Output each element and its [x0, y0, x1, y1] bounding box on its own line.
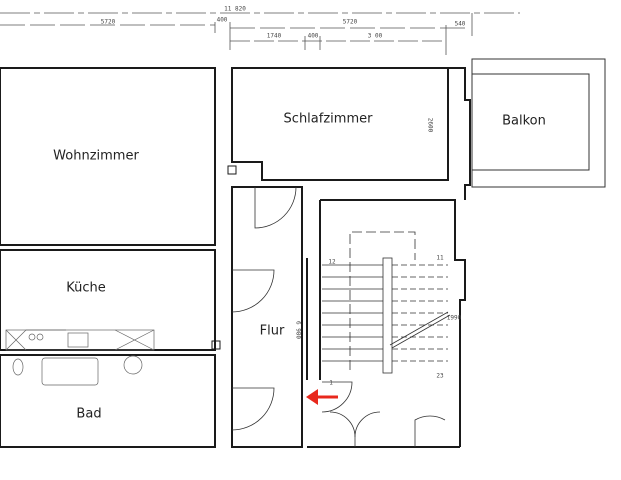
dim-total: 11 820	[224, 5, 246, 13]
dim-stair: 3 00	[367, 32, 383, 40]
dimension-lines	[0, 12, 520, 55]
entrance-arrow-icon	[306, 389, 338, 405]
room-label-kueche: Küche	[66, 280, 106, 296]
dim-small-a: 400	[216, 16, 228, 24]
door-swings	[231, 186, 446, 447]
room-label-flur: Flur	[259, 323, 285, 339]
balcony-outline	[471, 58, 606, 188]
dim-right: 5720	[342, 18, 358, 26]
room-label-bad: Bad	[76, 406, 102, 422]
dim-stair-bottom: 23	[436, 372, 444, 380]
dim-small-b: 400	[307, 32, 319, 40]
dim-flur-length: 6 980	[294, 320, 302, 340]
dim-left: 5720	[100, 18, 116, 26]
staircase	[322, 231, 451, 374]
kitchen-counter	[5, 329, 155, 351]
dim-stair-mid: 1990	[446, 314, 462, 322]
dim-stair-top-right: 11	[436, 254, 444, 262]
walls	[0, 67, 471, 448]
room-label-schlafzimmer: Schlafzimmer	[283, 111, 373, 127]
room-label-balkon: Balkon	[502, 113, 546, 129]
dim-stair-landing: 1	[329, 379, 333, 387]
dim-stair-top-left: 12	[328, 258, 336, 266]
dim-schlafzimmer-height: 2600	[426, 117, 434, 133]
radiator-symbols	[211, 165, 237, 350]
bathroom-fixtures	[12, 355, 143, 386]
room-label-wohnzimmer: Wohnzimmer	[53, 148, 139, 164]
dim-corridor: 1740	[266, 32, 282, 40]
dim-balcony: 540	[454, 20, 466, 28]
